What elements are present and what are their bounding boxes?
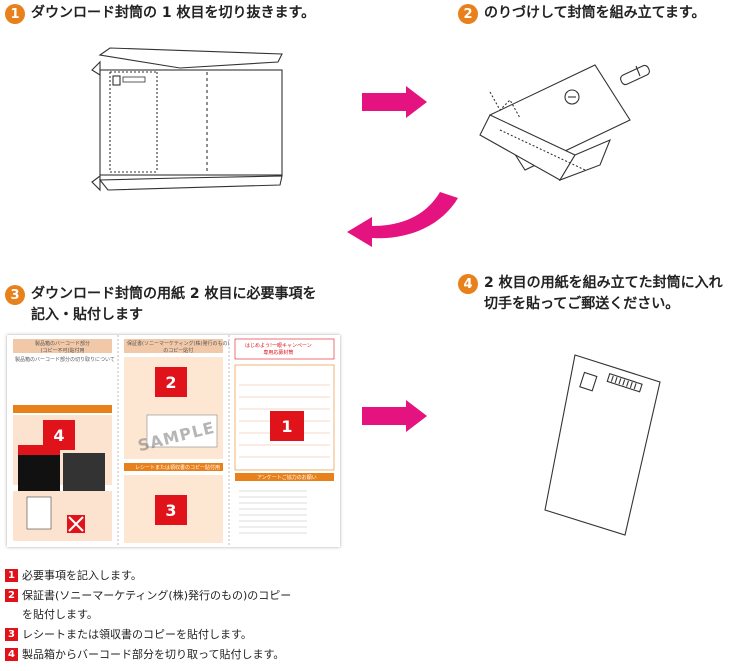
envelope-template-illustration (91, 47, 283, 192)
arrow-curved-down-left (347, 192, 458, 247)
arrow-right-2 (362, 400, 427, 432)
sheet-marker-2: 2 (155, 367, 187, 397)
legend-text-4: 製品箱からバーコード部分を切り取って貼付します。 (22, 648, 285, 661)
legend-text-1: 必要事項を記入します。 (22, 569, 142, 582)
step-1-text: ダウンロード封筒の 1 枚目を切り抜きます。 (31, 5, 316, 21)
sheet-marker-3: 3 (155, 495, 187, 525)
arrow-right-1 (362, 86, 427, 118)
legend-item-1: 1 必要事項を記入します。 (5, 566, 291, 585)
panel-right-title: はじめよう!一眼キャンペーン 専用応募封筒 (245, 343, 312, 356)
step-3-badge: 3 (5, 285, 25, 305)
legend-item-2: 2 保証書(ソニーマーケティング(株)発行のもの)のコピー を貼付します。 (5, 586, 291, 624)
legend-text-3: レシートまたは領収書のコピーを貼付します。 (22, 628, 252, 641)
step-3: 3 ダウンロード封筒の用紙 2 枚目に必要事項を 記入・貼付します (5, 284, 317, 326)
sheet-marker-1: 1 (270, 411, 304, 441)
legend-badge-3: 3 (5, 628, 18, 641)
legend-item-3: 3 レシートまたは領収書のコピーを貼付します。 (5, 625, 291, 644)
sheet-marker-4: 4 (43, 420, 75, 450)
step-2-badge: 2 (458, 4, 478, 24)
legend: 1 必要事項を記入します。 2 保証書(ソニーマーケティング(株)発行のもの)の… (5, 566, 291, 665)
step-2: 2 のりづけして封筒を組み立てます。 (458, 3, 705, 24)
sheet-artwork (13, 335, 335, 547)
application-sheet-sample: 製品箱のバーコード部分 (コピー不可)貼付用 製品箱のバーコード部分の切り取りに… (7, 335, 340, 547)
legend-item-4: 4 製品箱からバーコード部分を切り取って貼付します。 (5, 645, 291, 664)
panel-left-subtitle: 製品箱のバーコード部分の切り取りについて (15, 357, 115, 363)
sealed-envelope-illustration (544, 354, 661, 536)
step-1-badge: 1 (5, 4, 25, 24)
panel-right-subtitle: アンケートご協力のお願い (257, 475, 317, 481)
step-3-text: ダウンロード封筒の用紙 2 枚目に必要事項を 記入・貼付します (31, 286, 317, 323)
panel-mid-title-2: レシートまたは領収書のコピー貼付用 (135, 465, 221, 471)
legend-badge-2: 2 (5, 589, 18, 602)
step-4: 4 2 枚目の用紙を組み立てた封筒に入れ 切手を貼ってご郵送ください。 (458, 273, 723, 315)
folded-envelope-illustration (479, 64, 650, 182)
step-4-badge: 4 (458, 274, 478, 294)
step-4-text: 2 枚目の用紙を組み立てた封筒に入れ 切手を貼ってご郵送ください。 (484, 275, 723, 312)
legend-badge-4: 4 (5, 648, 18, 661)
legend-badge-1: 1 (5, 569, 18, 582)
step-1: 1 ダウンロード封筒の 1 枚目を切り抜きます。 (5, 3, 315, 24)
panel-mid-title: 保証書(ソニーマーケティング(株)発行のもの) のコピー貼付 (127, 341, 230, 354)
step-2-text: のりづけして封筒を組み立てます。 (484, 5, 706, 21)
legend-text-2: 保証書(ソニーマーケティング(株)発行のもの)のコピー を貼付します。 (22, 589, 292, 621)
panel-left-title: 製品箱のバーコード部分 (コピー不可)貼付用 (35, 341, 91, 354)
